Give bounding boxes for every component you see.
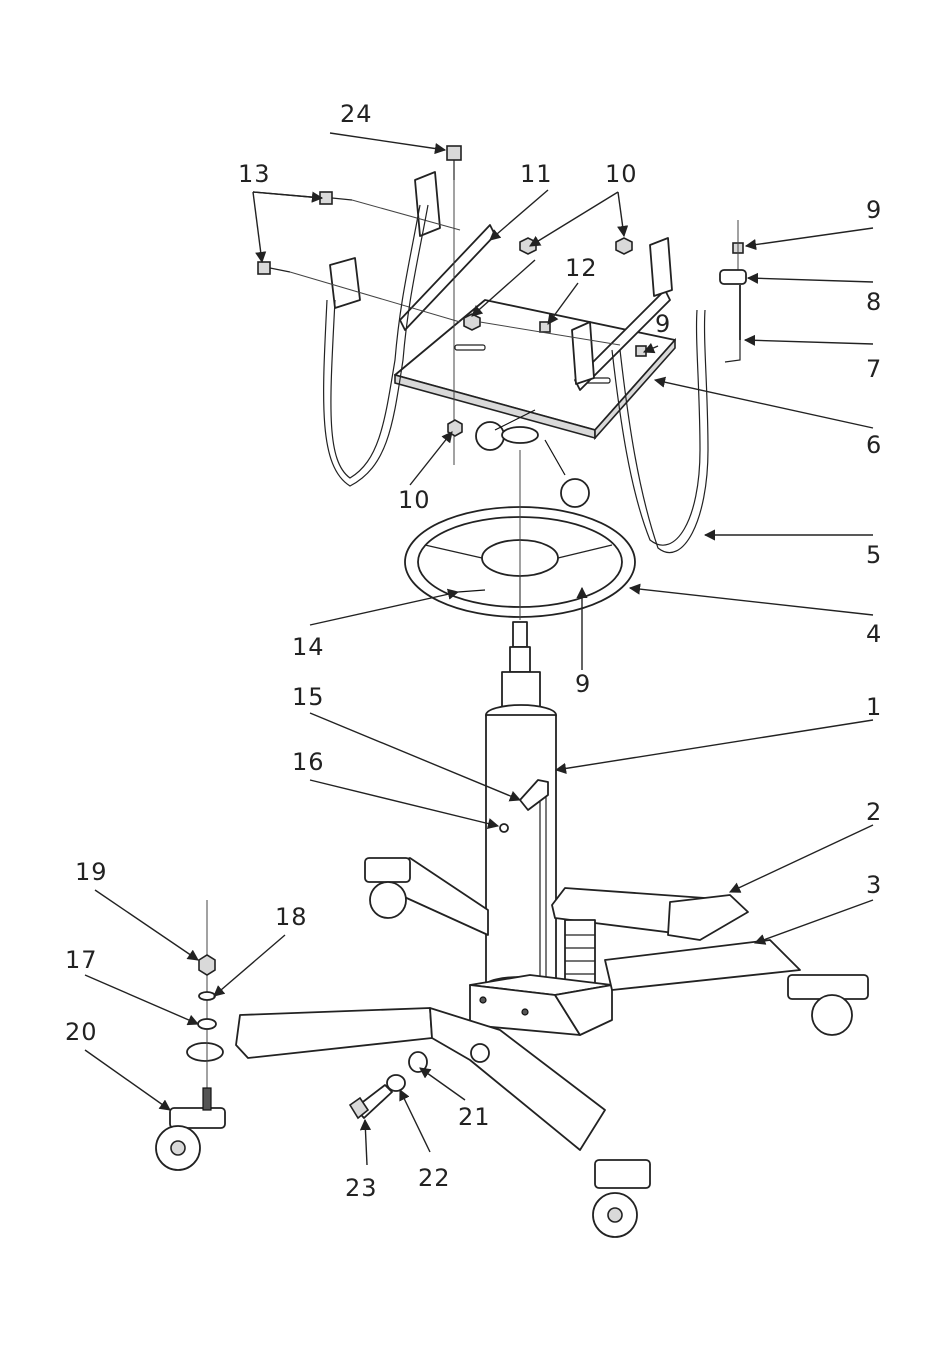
callout-20: 20 — [65, 1018, 98, 1046]
left-chain — [331, 205, 420, 478]
callout-4: 4 — [866, 620, 882, 648]
callout-10: 10 — [398, 486, 431, 514]
leg-pad — [187, 1043, 223, 1061]
leg-back-right — [605, 940, 800, 990]
bolt-head — [447, 146, 461, 160]
callout-14: 14 — [292, 633, 325, 661]
caster-front — [593, 1160, 650, 1237]
callout-7: 7 — [866, 355, 882, 383]
caster-wheel — [812, 995, 852, 1035]
pin-collar — [720, 270, 746, 284]
callout-1: 1 — [866, 693, 882, 721]
washer — [198, 1019, 216, 1029]
plate-mount — [502, 427, 538, 443]
caster-axle — [608, 1208, 622, 1222]
lock-pin-handle — [725, 340, 740, 362]
nut — [464, 314, 480, 330]
callout-21: 21 — [458, 1103, 491, 1131]
callout-8: 8 — [866, 288, 882, 316]
callout-18: 18 — [275, 903, 308, 931]
leg-left — [236, 1008, 432, 1058]
left-hardware — [198, 900, 216, 1110]
base-hole — [480, 997, 486, 1003]
callout-24: 24 — [340, 100, 373, 128]
bolt-head — [636, 346, 646, 356]
bolt-shaft — [270, 268, 290, 272]
front-hardware — [350, 1052, 427, 1118]
stud — [203, 1088, 211, 1110]
callout-9: 9 — [655, 310, 671, 338]
adjuster-knob — [476, 422, 504, 450]
callout-10: 10 — [605, 160, 638, 188]
callout-2: 2 — [866, 798, 882, 826]
callout-9: 9 — [866, 196, 882, 224]
callout-23: 23 — [345, 1174, 378, 1202]
callout-6: 6 — [866, 431, 882, 459]
callout-13: 13 — [238, 160, 271, 188]
caster-mount — [170, 1108, 225, 1128]
caster-left — [156, 1108, 225, 1170]
caster-axle — [171, 1141, 185, 1155]
hydraulic-cylinder — [486, 622, 556, 993]
right-bracket-tab — [650, 238, 672, 296]
callout-9: 9 — [575, 670, 591, 698]
ram — [510, 647, 530, 672]
axis-line — [352, 200, 460, 230]
callout-12: 12 — [565, 254, 598, 282]
nut — [520, 238, 536, 254]
foot-pedal — [668, 895, 748, 940]
cylinder-plug — [500, 824, 508, 832]
callout-5: 5 — [866, 541, 882, 569]
caster-mount — [595, 1160, 650, 1188]
callout-3: 3 — [866, 871, 882, 899]
bolt-shaft — [332, 198, 352, 200]
base-block — [470, 975, 612, 1035]
callout-11: 11 — [520, 160, 553, 188]
left-bracket-tab — [415, 172, 440, 236]
handwheel — [405, 450, 635, 620]
callout-19: 19 — [75, 858, 108, 886]
caster-wheel — [370, 882, 406, 918]
ram-tip — [513, 622, 527, 647]
spacer — [409, 1052, 427, 1072]
bolt-head — [258, 262, 270, 274]
caster-mount — [365, 858, 410, 882]
washer — [199, 992, 215, 1000]
adjuster-screw — [545, 440, 565, 475]
callout-22: 22 — [418, 1164, 451, 1192]
base-hole — [522, 1009, 528, 1015]
leg-bolt — [471, 1044, 489, 1062]
right-bracket-lower-tab — [572, 322, 594, 384]
caster-back-right — [788, 975, 868, 1035]
nut — [616, 238, 632, 254]
nut — [199, 955, 215, 975]
callout-15: 15 — [292, 683, 325, 711]
callout-17: 17 — [65, 946, 98, 974]
saddle-assembly — [330, 172, 675, 507]
adjuster-knob — [561, 479, 589, 507]
callout-16: 16 — [292, 748, 325, 776]
